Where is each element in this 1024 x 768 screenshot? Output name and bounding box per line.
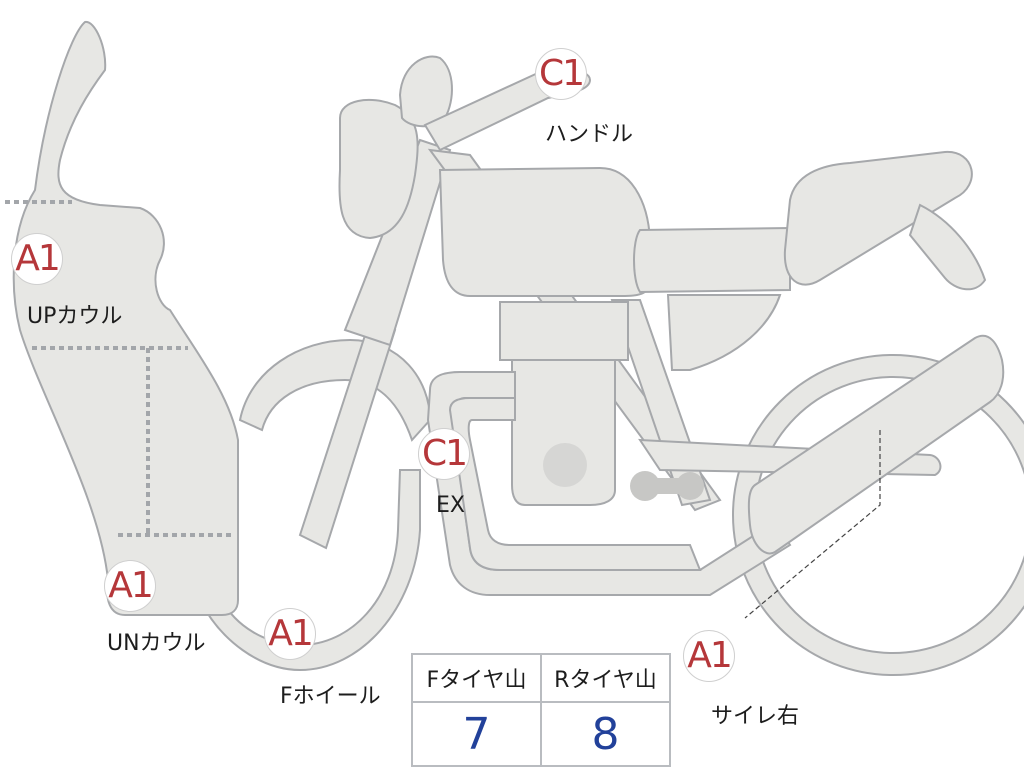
front-tire-header: Fタイヤ山 [411, 653, 542, 703]
tail-light [908, 203, 987, 291]
muffler [747, 334, 1005, 555]
side-cover [666, 294, 782, 371]
exhaust-pipes [426, 371, 792, 596]
front-wheel-label: Fホイール [280, 684, 381, 709]
upper-cowl-label: UPカウル [27, 304, 123, 329]
fairing [5, 21, 239, 616]
handlebar-code: C1 [538, 53, 585, 94]
engine [499, 301, 704, 506]
tail-cowl [783, 150, 973, 286]
front-wheel-marker: A1 [264, 608, 316, 660]
front-tire-value: 7 [411, 701, 542, 767]
under-cowl-label: UNカウル [107, 631, 206, 656]
mirror [398, 55, 453, 128]
tire-tread-table: Fタイヤ山 Rタイヤ山 7 8 [411, 653, 671, 767]
rear-tire-value: 8 [540, 701, 671, 767]
headlight [338, 98, 419, 240]
under-cowl-marker: A1 [104, 560, 156, 612]
seat [633, 226, 791, 294]
handlebar-label: ハンドル [545, 122, 634, 147]
silencer-right-marker: A1 [683, 630, 735, 682]
rear-tire-header: Rタイヤ山 [540, 653, 671, 703]
front-fork [298, 138, 452, 550]
under-cowl-code: A1 [108, 565, 154, 606]
upper-cowl-code: A1 [15, 238, 61, 279]
handlebar-marker: C1 [535, 48, 587, 100]
upper-cowl-marker: A1 [11, 233, 63, 285]
silencer-right-code: A1 [687, 635, 733, 676]
silencer-right-label: サイレ右 [711, 704, 800, 729]
front-wheel-code: A1 [268, 613, 314, 654]
exhaust-code: C1 [421, 433, 468, 474]
silencer-leader-line [744, 430, 881, 619]
fuel-tank [438, 166, 654, 297]
exhaust-marker: C1 [418, 428, 470, 480]
exhaust-label: EX [436, 493, 465, 518]
